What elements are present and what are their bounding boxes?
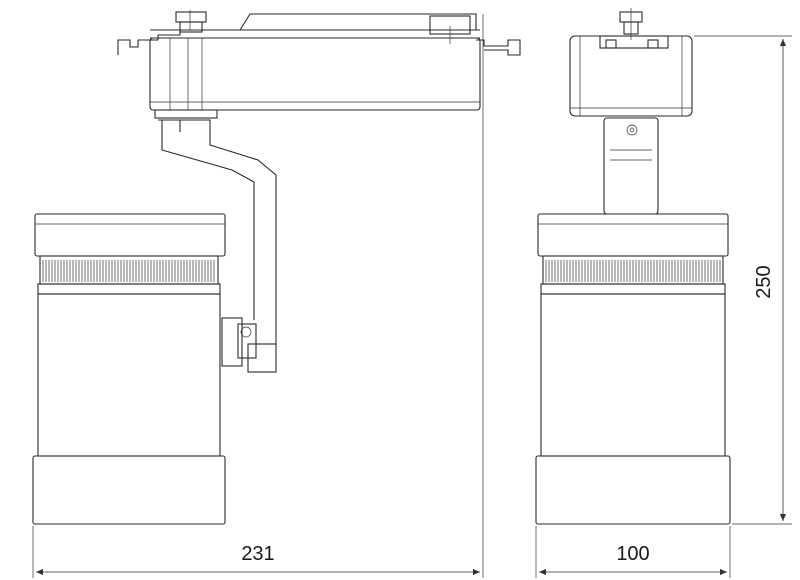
side-cooling-fins (545, 260, 721, 282)
dimension-label-100: 100 (616, 543, 649, 565)
front-cooling-fins (42, 260, 215, 282)
side-view (535, 8, 731, 525)
dimension-overall-height: 250 (694, 35, 792, 525)
dimension-label-250: 250 (753, 265, 775, 298)
front-track-adapter (117, 10, 521, 119)
front-lamp-head (32, 213, 226, 525)
dimension-overall-width: 231 (32, 14, 484, 578)
side-arm (603, 117, 659, 215)
front-view (32, 10, 521, 525)
front-arm (158, 119, 277, 373)
dimension-label-231: 231 (241, 543, 274, 565)
side-lamp-head (535, 213, 731, 525)
side-track-adapter (569, 8, 693, 117)
dimension-body-width: 100 (535, 526, 731, 578)
